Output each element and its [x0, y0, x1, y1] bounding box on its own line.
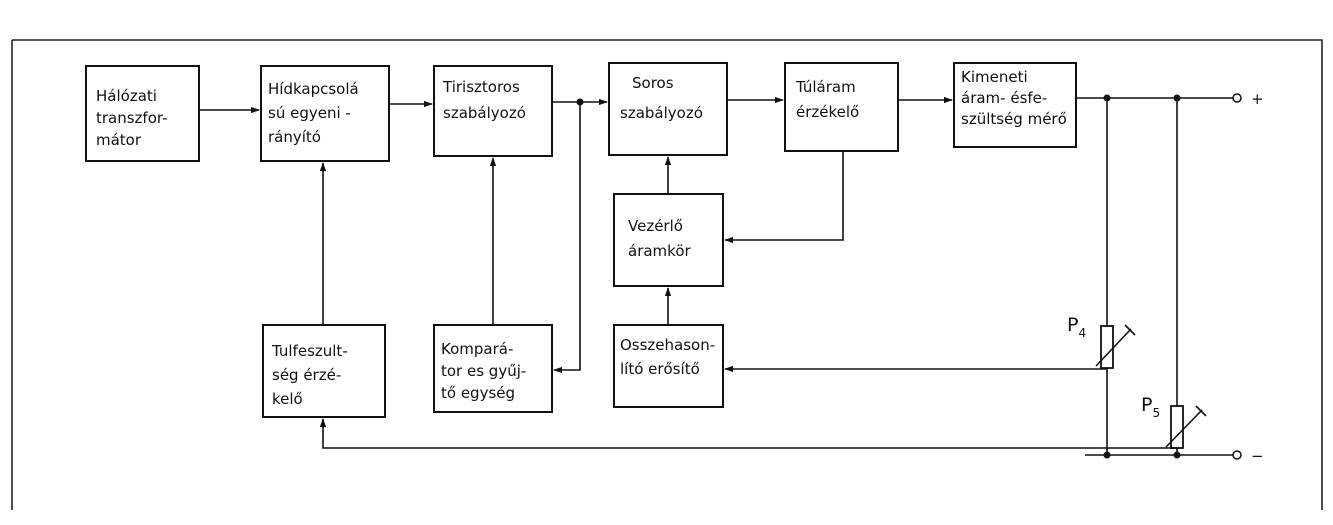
rectifier-block: Hídkapcsolá sú egyeni - rányító: [260, 65, 390, 162]
overcurrent-sensor-block: Túláram érzékelő: [784, 62, 899, 152]
overvoltage-sensor-label: Tulfeszult- ség érzé- kelő: [271, 342, 353, 408]
terminal-negative: [1232, 450, 1242, 460]
thyristor-regulator-block: Tirisztoros szabályozó: [433, 65, 553, 157]
control-circuit-block: Vezérlő áramkör: [613, 193, 724, 287]
terminal-negative-label: −: [1251, 447, 1264, 465]
overcurrent-sensor-label: Túláram érzékelő: [795, 78, 861, 121]
junction-dot: [1103, 451, 1111, 459]
terminal-positive: [1232, 93, 1242, 103]
line-junction-to-comparator: [553, 102, 581, 374]
rectifier-label: Hídkapcsolá sú egyeni - rányító: [268, 80, 363, 146]
output-meter-label: Kimeneti áram- ésfe- szültség mérő: [961, 68, 1067, 128]
comparator-label: Kompará- tor es gyűj- tő egység: [441, 340, 531, 402]
potentiometer-p5: [1165, 405, 1207, 449]
thyristor-regulator-label: Tirisztoros szabályozó: [442, 78, 526, 122]
series-regulator-block: Soros szabályozó: [608, 62, 728, 156]
terminal-positive-label: +: [1251, 90, 1264, 108]
p5-label: P5: [1141, 394, 1160, 420]
transformer-label: Hálózati transzfor- mátor: [96, 87, 172, 149]
line-overcurrent-to-control: [724, 151, 844, 244]
junction-dot: [1173, 451, 1181, 459]
comparison-amplifier-block: Osszehason- lító erősítő: [613, 324, 724, 408]
output-meter-block: Kimeneti áram- ésfe- szültség mérő: [953, 62, 1077, 148]
comparator-block: Kompará- tor es gyűj- tő egység: [433, 324, 553, 413]
frame: [11, 39, 1323, 510]
potentiometer-p4: [1095, 324, 1136, 369]
p4-label: P4: [1067, 314, 1086, 340]
transformer-block: Hálózati transzfor- mátor: [85, 65, 200, 162]
overvoltage-sensor-block: Tulfeszult- ség érzé- kelő: [262, 324, 386, 418]
arrow-p5-to-overvoltage: [319, 418, 1177, 449]
control-circuit-label: Vezérlő áramkör: [628, 217, 691, 260]
series-regulator-label: Soros szabályozó: [620, 74, 703, 122]
comparison-amplifier-label: Osszehason- lító erősítő: [620, 336, 720, 378]
